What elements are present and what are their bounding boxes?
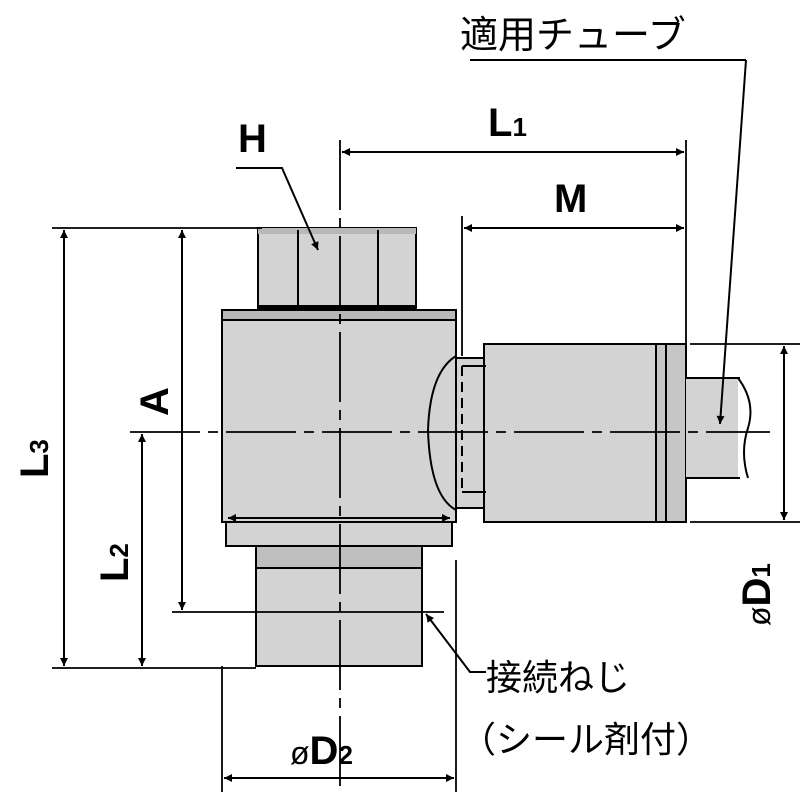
label-connection-thread: 接続ねじ (486, 658, 630, 699)
extension-lines (52, 140, 800, 792)
hex-nut (257, 227, 417, 309)
side-port (455, 343, 687, 523)
label-with-sealant: （シール剤付） (460, 720, 712, 761)
label-l3: L3 (13, 439, 57, 478)
label-hex-h: H (238, 117, 267, 161)
label-d1: øD1 (735, 563, 779, 626)
label-m: M (554, 177, 587, 221)
dimension-lines (60, 148, 788, 782)
tube (686, 377, 752, 479)
label-applicable-tube: 適用チューブ (460, 13, 686, 57)
label-l2: L2 (93, 543, 137, 582)
label-a: A (133, 387, 177, 416)
label-l1: L1 (488, 101, 527, 145)
center-lines (130, 140, 770, 790)
fitting-body (221, 309, 457, 523)
leader-lines (236, 59, 747, 673)
thread-section (225, 521, 453, 667)
label-d2: øD2 (290, 729, 353, 773)
